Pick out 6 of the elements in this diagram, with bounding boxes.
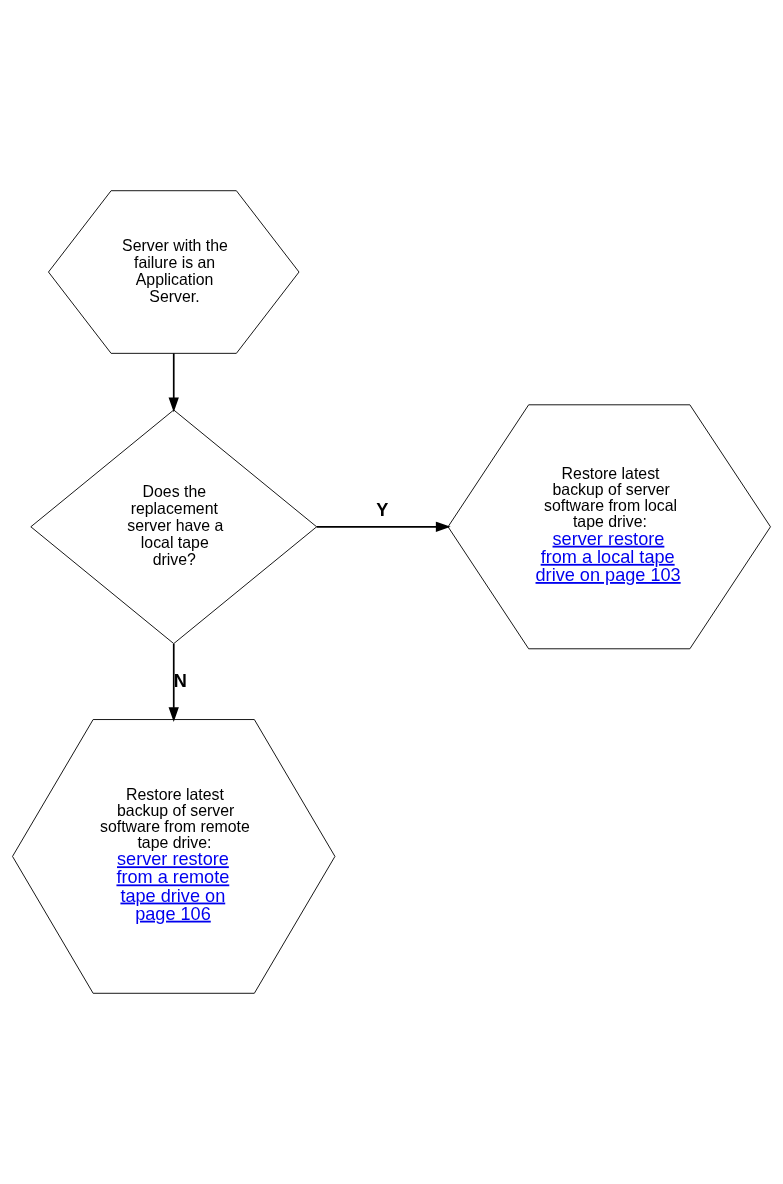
arrow (315, 521, 451, 532)
node-diamond: Does the replacement server have a local tape drive? (30, 409, 318, 645)
edge-label: Y (376, 500, 389, 521)
arrow (168, 642, 179, 722)
edge-label: N (173, 671, 187, 692)
arrow (168, 352, 179, 413)
